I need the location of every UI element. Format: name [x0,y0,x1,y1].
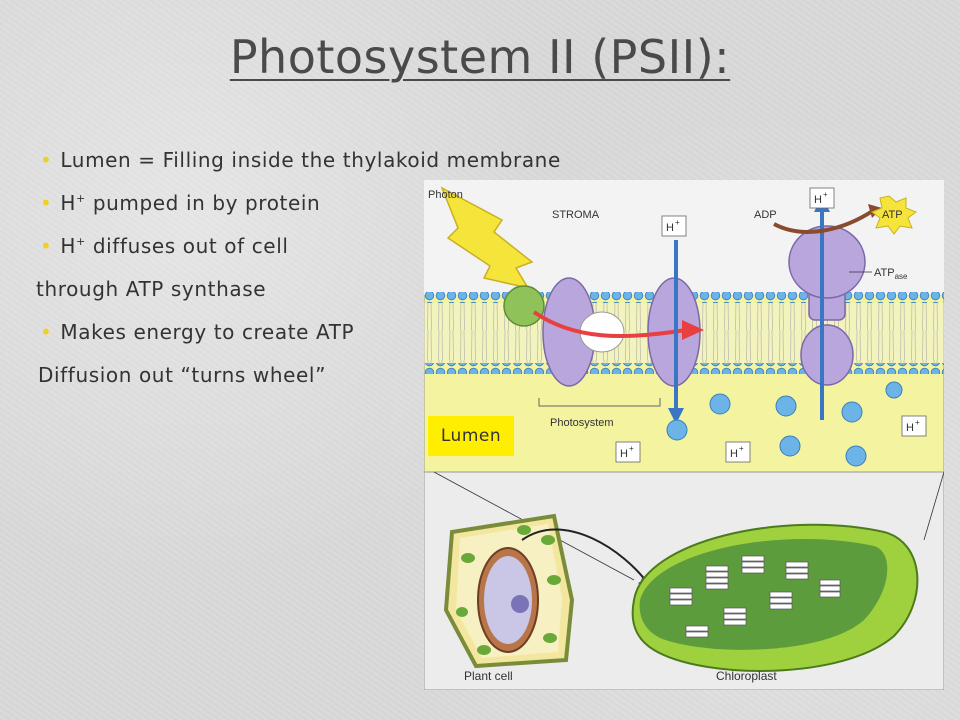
svg-text:H: H [814,194,822,206]
bullet-4: •Makes energy to create ATP [40,320,355,344]
bullet-1: •Lumen = Filling inside the thylakoid me… [40,148,561,172]
bullet-dot-icon: • [40,320,53,344]
h-plus-badge-lumen-2: H + [725,441,751,463]
svg-text:H: H [906,422,914,434]
bullet-3-continuation: through ATP synthase [36,277,267,301]
electron-path-arrow [532,310,687,339]
atp-synthase-base [800,324,854,386]
svg-text:H: H [666,222,674,234]
electron-arrowhead-icon [682,320,704,340]
green-protein-icon [503,285,545,327]
svg-text:H: H [730,448,738,460]
photosystem-bracket [538,398,661,407]
photosystem-label: Photosystem [550,417,614,429]
svg-text:+: + [823,190,828,199]
svg-text:+: + [915,418,920,427]
svg-text:H: H [620,448,628,460]
proton-ball-icon [775,395,797,417]
h-plus-badge-lumen-1: H + [615,441,641,463]
bullet-dot-icon: • [40,148,53,172]
cell-chloroplast-panel: Plant cell Chloroplast [423,471,945,691]
proton-ball-icon [779,435,801,457]
atp-burst-icon: ATP [870,195,918,235]
adp-label: ADP [754,209,777,221]
svg-text:+: + [739,444,744,453]
proton-ball-icon [709,393,731,415]
slide-title: Photosystem II (PSII): [229,30,731,84]
bullet-3: •H+ diffuses out of cell [40,234,289,258]
proton-ball-icon [845,445,867,467]
plant-cell-icon [443,513,575,669]
zoom-line-right [923,471,945,541]
proton-pump-arrowhead-icon [668,408,684,424]
zoom-arrow [521,528,654,592]
svg-text:+: + [675,218,680,227]
bullet-5: Diffusion out “turns wheel” [38,363,327,387]
svg-text:+: + [629,444,634,453]
h-plus-badge-top: H + [809,187,835,209]
photon-label: Photon [428,189,463,201]
atp-label: ATP [882,209,903,221]
lumen-tag: Lumen [428,416,514,456]
plant-cell-label: Plant cell [464,669,513,683]
bullet-dot-icon: • [40,234,53,258]
thylakoid-diagram: Photon STROMA H + [423,179,945,691]
chloroplast-icon [631,523,919,672]
proton-ball-icon [885,381,903,399]
stroma-label: STROMA [552,209,600,221]
atp-synthase-head [788,225,866,299]
proton-ball-icon [841,401,863,423]
chloroplast-label: Chloroplast [716,669,777,683]
adp-to-atp-arrow [773,208,876,234]
bullet-2: •H+ pumped in by protein [40,191,321,215]
bullet-dot-icon: • [40,191,53,215]
h-plus-badge-lumen-3: H + [901,415,927,437]
h-plus-badge: H + [661,215,687,237]
atpase-label: ATPase [874,267,908,281]
proton-ball-icon [666,419,688,441]
